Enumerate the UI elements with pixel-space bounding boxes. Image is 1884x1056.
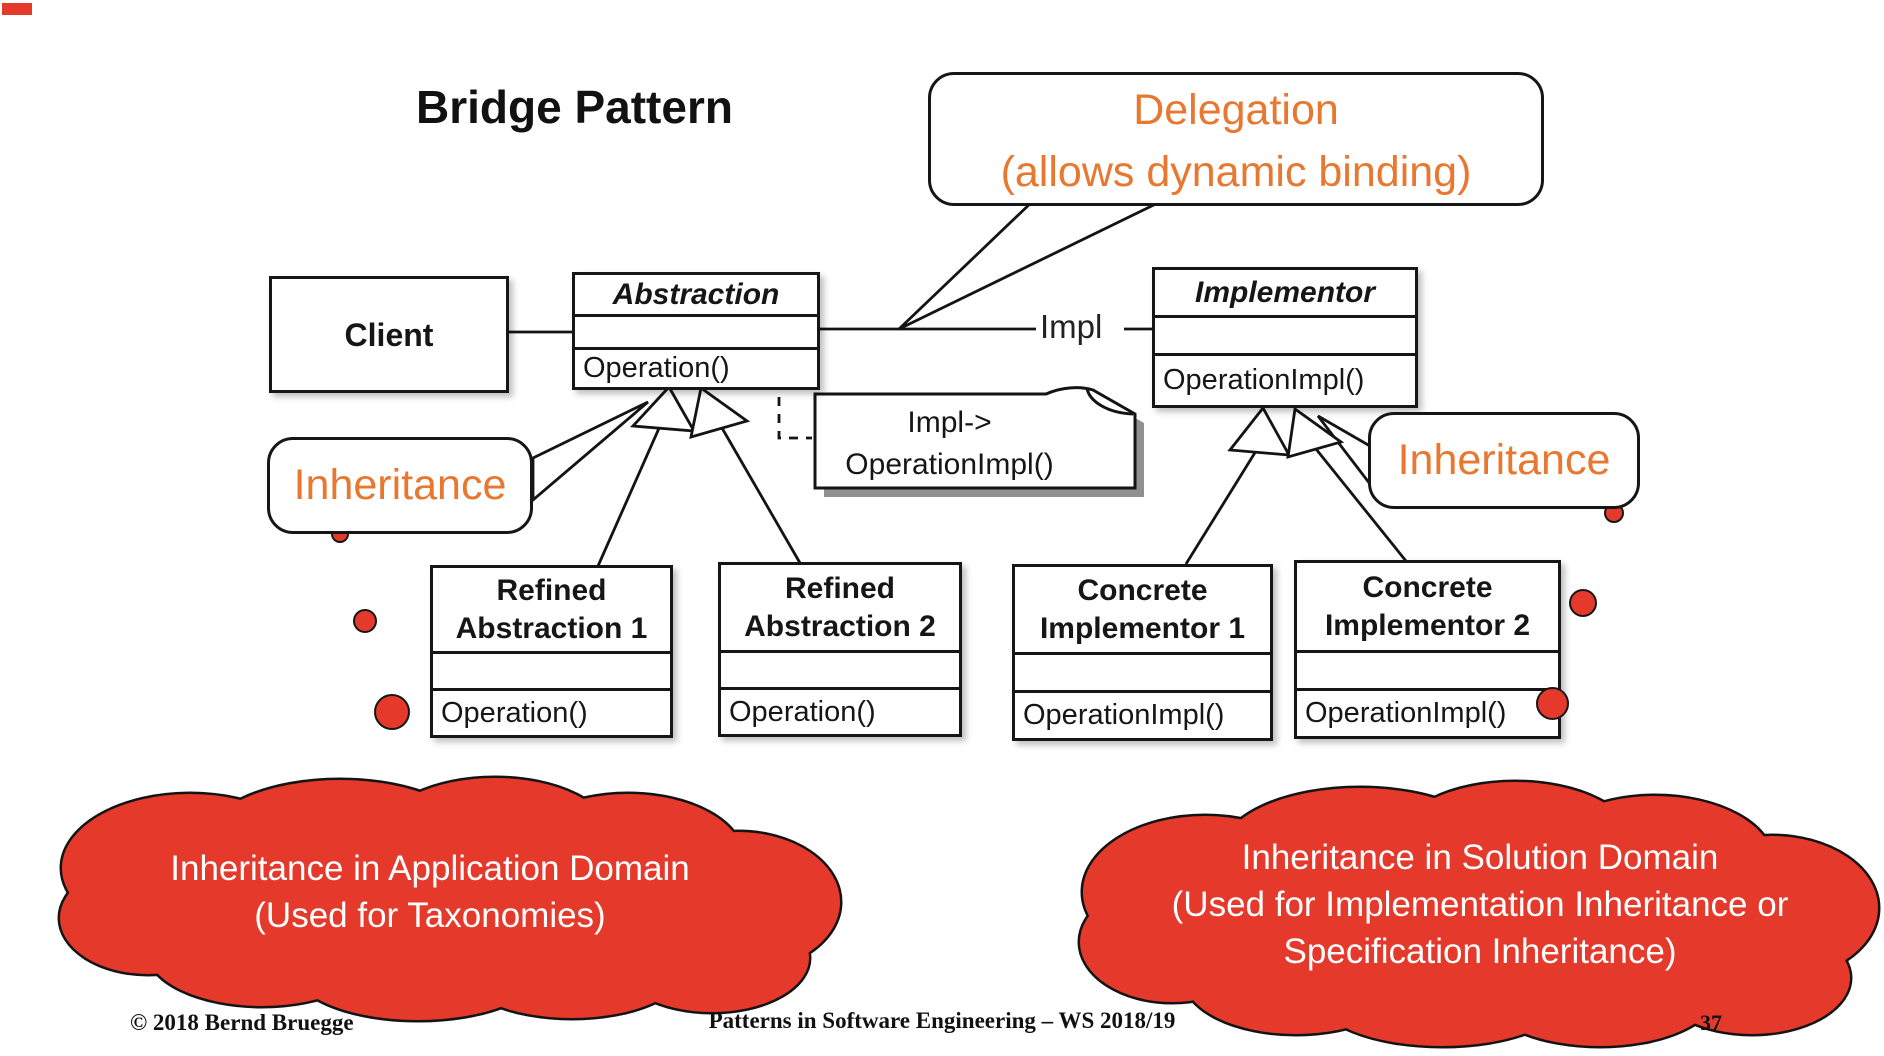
class-name-refined-abstraction-2: Refined Abstraction 2 <box>721 565 959 653</box>
gen-triangle-abstraction-right <box>689 385 751 439</box>
red-dot-over-ci2 <box>1536 687 1569 720</box>
gen-triangle-abstraction-left <box>630 384 697 433</box>
delegation-pointer <box>898 198 1165 331</box>
note-shape <box>813 386 1137 490</box>
cloud-caption-left: Inheritance in Application Domain (Used … <box>130 845 730 939</box>
association-label: Impl <box>1040 308 1103 345</box>
name-line2: Abstraction 2 <box>744 609 936 643</box>
method-concrete-implementor-2: OperationImpl() <box>1305 697 1507 729</box>
method-refined-abstraction-2: Operation() <box>729 695 876 728</box>
name-line1: Concrete <box>1077 574 1208 607</box>
delegation-callout: Delegation (allows dynamic binding) <box>928 72 1544 206</box>
red-dot-right-mid <box>1569 589 1597 617</box>
method-concrete-implementor-1: OperationImpl() <box>1023 699 1225 731</box>
inheritance-right-pointer <box>1316 414 1372 489</box>
inheritance-left-pointer <box>531 400 649 504</box>
class-name-implementor: Implementor <box>1155 270 1415 318</box>
cloud-right-line2: (Used for Implementation Inheritance or <box>1171 885 1789 924</box>
attribute-compartment <box>1297 653 1558 691</box>
inheritance-callout-right: Inheritance <box>1368 412 1640 509</box>
class-box-client: Client <box>269 276 509 393</box>
attribute-compartment <box>575 317 817 350</box>
class-box-abstraction: Abstraction Operation() <box>572 272 820 390</box>
class-name-client: Client <box>344 316 434 353</box>
cloud-right-line1: Inheritance in Solution Domain <box>1241 838 1719 877</box>
red-dot-left-large <box>374 694 410 730</box>
uml-connectors <box>509 327 1408 567</box>
gen-line-ra2 <box>720 427 802 564</box>
class-box-refined-abstraction-2: Refined Abstraction 2 Operation() <box>718 562 962 737</box>
cloud-left-line1: Inheritance in Application Domain <box>170 849 690 888</box>
delegation-line1: Delegation <box>1133 86 1339 134</box>
class-box-refined-abstraction-1: Refined Abstraction 1 Operation() <box>430 565 673 738</box>
gen-triangle-implementor-right <box>1286 406 1345 459</box>
class-box-concrete-implementor-1: Concrete Implementor 1 OperationImpl() <box>1012 564 1273 741</box>
attribute-compartment <box>1155 318 1415 356</box>
red-dot-left-mid <box>353 609 377 633</box>
method-implementor: OperationImpl() <box>1163 364 1365 396</box>
class-box-implementor: Implementor OperationImpl() <box>1152 267 1418 408</box>
attribute-compartment <box>721 653 959 690</box>
footer-copyright: © 2018 Bernd Bruegge <box>130 1010 354 1035</box>
method-abstraction: Operation() <box>583 352 730 384</box>
delegation-line2: (allows dynamic binding) <box>1000 148 1472 196</box>
footer-course-title: Patterns in Software Engineering – WS 20… <box>708 1008 1176 1033</box>
note-dashed-link <box>777 380 812 440</box>
attribute-compartment <box>1015 655 1270 693</box>
class-box-concrete-implementor-2: Concrete Implementor 2 OperationImpl() <box>1294 560 1561 739</box>
attribute-compartment <box>433 654 670 691</box>
class-name-refined-abstraction-1: Refined Abstraction 1 <box>433 568 670 654</box>
name-line2: Implementor 2 <box>1324 608 1531 642</box>
cloud-left-line2: (Used for Taxonomies) <box>254 896 606 935</box>
name-line2: Implementor 1 <box>1039 611 1246 645</box>
note-line2: OperationImpl() <box>845 448 1054 481</box>
name-line2: Abstraction 1 <box>455 611 648 645</box>
gen-line-ci2 <box>1314 448 1408 562</box>
note-fold-crease <box>1085 387 1134 416</box>
red-annotation-mark <box>2 3 32 15</box>
class-name-abstraction: Abstraction <box>575 275 817 317</box>
gen-triangle-implementor-left <box>1227 405 1292 457</box>
name-line1: Concrete <box>1362 571 1493 604</box>
cloud-caption-right: Inheritance in Solution Domain (Used for… <box>1090 834 1870 975</box>
name-line1: Refined <box>784 572 895 605</box>
gen-line-ci1 <box>1184 450 1258 565</box>
method-refined-abstraction-1: Operation() <box>441 696 588 729</box>
cloud-right-line3: Specification Inheritance) <box>1283 932 1677 971</box>
note-line1: Impl-> <box>907 406 992 439</box>
class-name-concrete-implementor-2: Concrete Implementor 2 <box>1297 563 1558 653</box>
inheritance-callout-left: Inheritance <box>267 437 533 534</box>
page-number: 37 <box>1700 1010 1722 1035</box>
gen-line-ra1 <box>596 425 662 567</box>
name-line1: Refined <box>496 574 607 607</box>
note-text: Impl-> OperationImpl() <box>822 402 1077 486</box>
class-name-concrete-implementor-1: Concrete Implementor 1 <box>1015 567 1270 655</box>
page-title: Bridge Pattern <box>416 81 733 133</box>
